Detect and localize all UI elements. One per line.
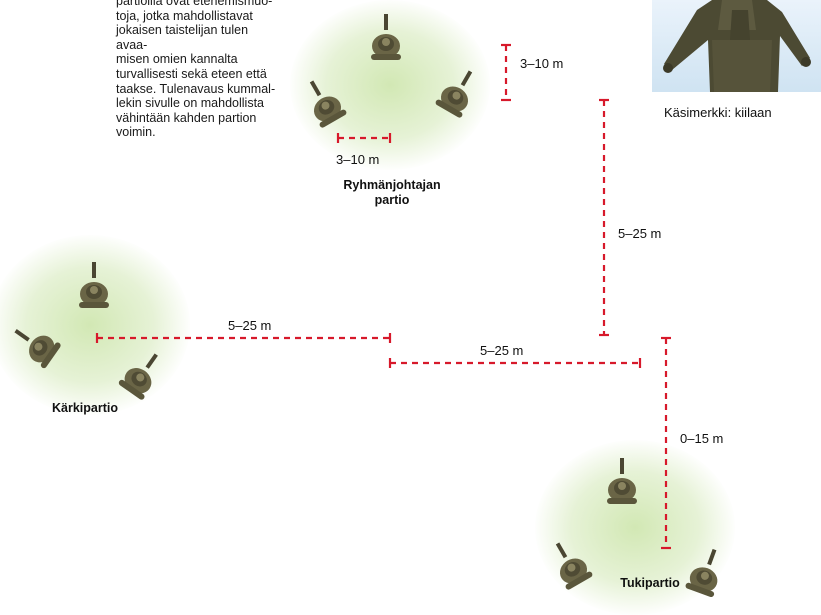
leader-vertical-distance: 3–10 m	[520, 56, 563, 71]
support-patrol-label: Tukipartio	[600, 576, 700, 591]
point-to-center-distance: 5–25 m	[228, 318, 271, 333]
support-vertical-distance: 0–15 m	[680, 431, 723, 446]
leader-patrol-soldier	[368, 14, 404, 64]
leader-horizontal-distance: 3–10 m	[336, 152, 379, 167]
support-vertical-measure	[661, 338, 671, 548]
support-patrol-soldier	[604, 458, 640, 508]
leader-to-support-measure	[599, 100, 609, 335]
leader-horizontal-measure	[338, 133, 390, 143]
leader-vertical-measure	[501, 45, 511, 100]
center-to-support-measure	[390, 358, 640, 368]
point-patrol-label: Kärkipartio	[30, 401, 140, 416]
point-patrol-soldier	[76, 262, 112, 312]
leader-patrol-label: Ryhmänjohtajan partio	[322, 178, 462, 208]
center-to-support-distance: 5–25 m	[480, 343, 523, 358]
point-to-center-measure	[97, 333, 390, 343]
leader-to-support-distance: 5–25 m	[618, 226, 661, 241]
